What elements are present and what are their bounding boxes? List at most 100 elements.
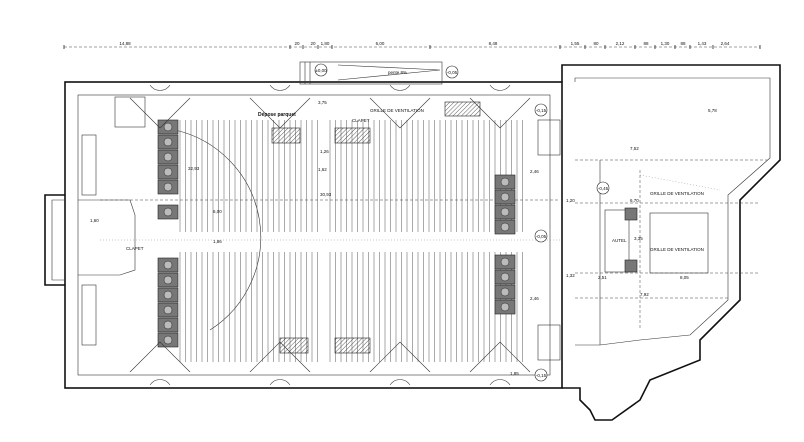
radiator-icon xyxy=(163,152,173,162)
window-bay xyxy=(129,97,191,129)
radiator-icon xyxy=(163,122,173,132)
top-dimension-label: 80 xyxy=(593,41,599,46)
radiator-icon xyxy=(163,275,173,285)
window-bay xyxy=(469,97,531,129)
nave-walls xyxy=(44,61,563,389)
ramp-label: pente 8% xyxy=(388,70,407,75)
dimension: 1,86 xyxy=(213,239,222,244)
svg-text:-0,45: -0,45 xyxy=(598,186,609,191)
dimension: 8,05 xyxy=(680,275,689,280)
dimension: 2,46 xyxy=(530,296,539,301)
top-dimension-label: 1,43 xyxy=(698,41,707,46)
window-arc xyxy=(389,84,411,91)
level-marker: ±0,00 xyxy=(314,63,328,77)
radiator-icon xyxy=(163,320,173,330)
level-marker: -0,15 xyxy=(534,103,548,117)
radiator-icon xyxy=(163,207,173,217)
dimension: 32,93 xyxy=(188,166,200,171)
door-swing-arc xyxy=(174,129,262,331)
radiator-icon xyxy=(163,305,173,315)
window-bays xyxy=(129,84,531,386)
top-dimension-label: 88 xyxy=(680,41,686,46)
top-dimension-label: 20 xyxy=(294,41,300,46)
top-dimension-label: 8,48 xyxy=(489,41,498,46)
dimension: 6,00 xyxy=(213,209,222,214)
parquet-area xyxy=(279,337,309,354)
window-bay xyxy=(369,97,431,129)
parquet-label: Dépose parquet xyxy=(258,112,296,118)
vent-label: GRILLE DE VENTILATION xyxy=(650,191,704,196)
vent-grille xyxy=(444,101,481,117)
dimension: 3,75 xyxy=(318,100,327,105)
svg-text:±0,00: ±0,00 xyxy=(315,68,327,73)
top-dimension-label: 88 xyxy=(643,41,649,46)
dimension: 3,35 xyxy=(634,236,643,241)
svg-text:-0,15: -0,15 xyxy=(536,373,547,378)
dimension: 1,20 xyxy=(566,198,575,203)
radiators xyxy=(157,119,516,348)
window-bay xyxy=(249,341,311,373)
dimension: 1,85 xyxy=(510,371,519,376)
vent-label: GRILLE DE VENTILATION xyxy=(650,247,704,252)
choir-annex xyxy=(537,64,781,421)
dimension: 7,52 xyxy=(630,146,639,151)
radiator-icon xyxy=(500,257,510,267)
radiator-icon xyxy=(500,302,510,312)
dimension: 2,46 xyxy=(530,169,539,174)
radiator-icon xyxy=(500,287,510,297)
top-dimension-label: 1,30 xyxy=(661,41,670,46)
top-dimension-label: 1,55 xyxy=(571,41,580,46)
svg-text:-0,05: -0,05 xyxy=(536,234,547,239)
dimension: 1,62 xyxy=(318,167,327,172)
dimension: 30,93 xyxy=(320,192,332,197)
dimension: 5,78 xyxy=(708,108,717,113)
radiator-icon xyxy=(163,335,173,345)
radiator-icon xyxy=(163,137,173,147)
window-arc xyxy=(389,379,411,386)
clapet-label: CLAPET xyxy=(126,246,144,251)
parquet-area xyxy=(271,127,301,144)
radiator-icon xyxy=(500,207,510,217)
vent-label: GRILLE DE VENTILATION xyxy=(370,108,424,113)
parquet-area xyxy=(334,337,371,354)
top-dimension-label: 2,12 xyxy=(616,41,625,46)
window-bay xyxy=(469,341,531,373)
altar-label: AUTEL xyxy=(612,238,627,243)
radiator-icon xyxy=(163,167,173,177)
window-bay xyxy=(249,97,311,129)
top-dimension-label: 20 xyxy=(310,41,316,46)
window-arc xyxy=(269,379,291,386)
window-arc xyxy=(489,379,511,386)
top-dimension-label: 2,64 xyxy=(721,41,730,46)
dimension: 7,92 xyxy=(640,292,649,297)
level-marker: -0,45 xyxy=(596,181,610,195)
window-bay xyxy=(129,341,191,373)
level-marker: -0,15 xyxy=(534,368,548,382)
window-arc xyxy=(489,84,511,91)
pews xyxy=(179,120,523,362)
dimension: 1,60 xyxy=(90,218,99,223)
radiator-icon xyxy=(500,192,510,202)
svg-text:-0,05: -0,05 xyxy=(447,70,458,75)
window-arc xyxy=(269,84,291,91)
level-marker: -0,05 xyxy=(445,65,459,79)
dimension: 6,70 xyxy=(630,198,639,203)
radiator-icon xyxy=(500,222,510,232)
window-arc xyxy=(149,379,171,386)
clapet-label: CLAPET xyxy=(352,118,370,123)
svg-text:-0,15: -0,15 xyxy=(536,108,547,113)
radiator-icon xyxy=(163,182,173,192)
window-bay xyxy=(369,341,431,373)
top-dimension-label: 1,80 xyxy=(321,41,330,46)
dimension: 1,26 xyxy=(320,149,329,154)
radiator-icon xyxy=(500,177,510,187)
top-dimension-label: 14,88 xyxy=(119,41,131,46)
radiator-icon xyxy=(163,260,173,270)
level-marker: -0,05 xyxy=(534,229,548,243)
radiator-icon xyxy=(163,290,173,300)
radiator-icon xyxy=(500,272,510,282)
dimension: 1,32 xyxy=(566,273,575,278)
parquet-area xyxy=(334,127,371,144)
